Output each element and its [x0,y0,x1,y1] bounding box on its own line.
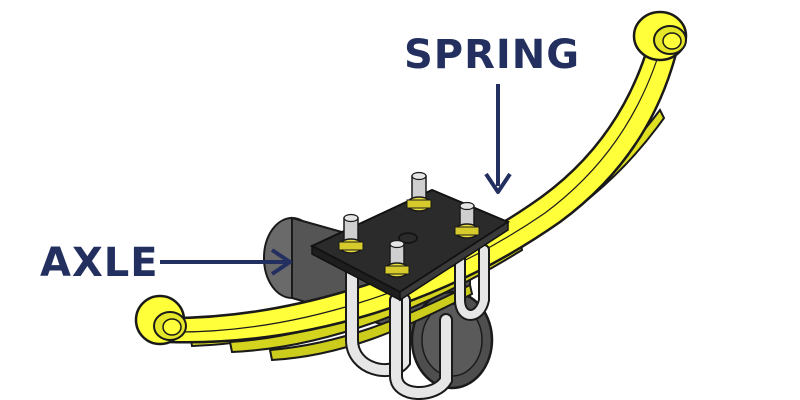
spring-right-eye [632,10,688,62]
spring-label: SPRING [404,32,581,78]
spring-left-eye [134,294,187,346]
mounting-bracket [309,188,511,302]
bolt-right [454,201,480,239]
bolt-left [338,213,364,254]
arrow-down-icon [484,84,512,194]
u-bolts [345,244,490,400]
bolt-front [384,239,410,278]
bolt-back [406,171,432,212]
axle-label: AXLE [40,240,159,286]
arrow-right-icon [160,248,292,276]
